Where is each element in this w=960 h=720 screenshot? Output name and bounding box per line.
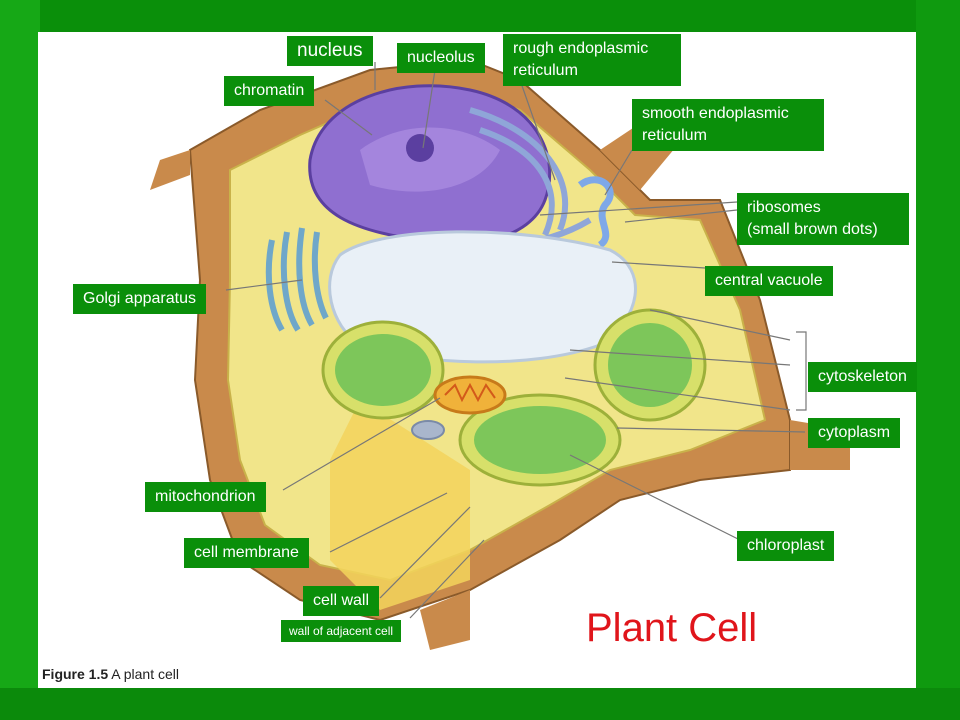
cell-side-face xyxy=(330,400,470,610)
label-cell-wall: cell wall xyxy=(303,586,380,616)
label-smooth-er-line1: smooth endoplasmic xyxy=(642,105,789,122)
diagram-title: Plant Cell xyxy=(586,606,758,650)
nucleus-shape xyxy=(308,84,552,246)
label-cytoskeleton: cytoskeleton xyxy=(808,362,917,392)
label-nucleus: nucleus xyxy=(287,36,373,66)
figure-caption: Figure 1.5 A plant cell xyxy=(42,666,179,682)
label-chloroplast: chloroplast xyxy=(737,531,835,561)
label-ribosomes-line1: ribosomes xyxy=(747,199,821,216)
background-band xyxy=(0,688,960,720)
label-smooth-er-line2: reticulum xyxy=(642,127,707,144)
pointer-lines xyxy=(225,62,807,619)
label-smooth-er: smooth endoplasmic reticulum xyxy=(632,99,824,151)
label-ribosomes-line2: (small brown dots) xyxy=(747,221,878,238)
label-rough-er: rough endoplasmic reticulum xyxy=(503,34,681,86)
background-band xyxy=(0,0,40,720)
label-chromatin: chromatin xyxy=(224,76,315,106)
label-rough-er-line2: reticulum xyxy=(513,62,578,79)
golgi-shape xyxy=(265,227,329,332)
label-golgi: Golgi apparatus xyxy=(73,284,206,314)
label-mitochondrion: mitochondrion xyxy=(145,482,266,512)
label-rough-er-line1: rough endoplasmic xyxy=(513,40,649,57)
label-cytoplasm: cytoplasm xyxy=(808,418,901,448)
label-wall-adjacent: wall of adjacent cell xyxy=(281,620,402,642)
background-band xyxy=(916,0,960,720)
figure-caption-number: Figure 1.5 xyxy=(42,666,109,682)
label-cell-membrane: cell membrane xyxy=(184,538,309,568)
mitochondrion-shape xyxy=(433,375,507,415)
figure-caption-text: A plant cell xyxy=(111,666,179,682)
label-ribosomes: ribosomes (small brown dots) xyxy=(737,193,909,245)
chloroplast-shapes xyxy=(321,308,707,487)
label-nucleolus: nucleolus xyxy=(397,43,485,73)
label-central-vacuole: central vacuole xyxy=(705,266,833,296)
smooth-er-shape xyxy=(577,176,614,248)
vesicle-shape xyxy=(411,420,445,440)
